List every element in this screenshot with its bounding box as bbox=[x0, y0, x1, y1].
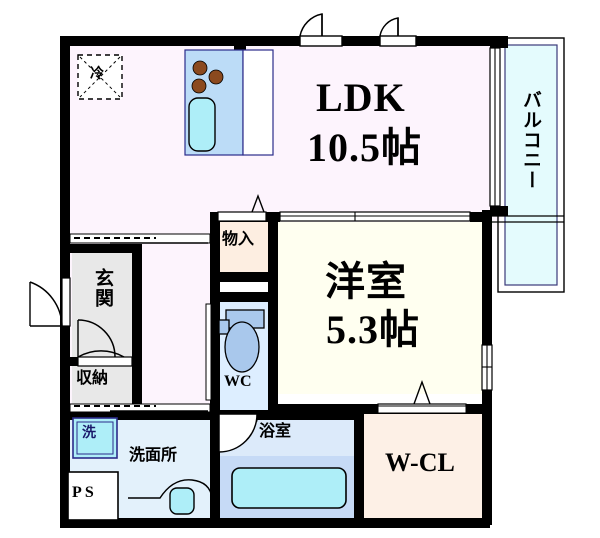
wall-outer-left-lower bbox=[60, 326, 70, 526]
label-bedroom: 洋室 bbox=[325, 259, 407, 304]
wall-outer-right-bedroom bbox=[482, 210, 492, 345]
label-ldk: LDK bbox=[316, 75, 406, 120]
wall-monoire-bottom bbox=[210, 272, 278, 282]
pipe-space-box bbox=[67, 471, 119, 521]
refrigerator-space-icon bbox=[77, 54, 123, 100]
label-bedroom-size: 5.3帖 bbox=[326, 307, 420, 352]
wall-bedroom-left bbox=[268, 212, 278, 420]
label-wc: WC bbox=[224, 373, 252, 390]
label-senmenjo: 洗面所 bbox=[129, 447, 178, 464]
wall-balcony-connector-top bbox=[498, 36, 508, 48]
wall-outer-left bbox=[60, 36, 70, 326]
wall-genkan-right bbox=[132, 244, 142, 414]
label-yokushitsu: 浴室 bbox=[259, 423, 292, 440]
wall-genkan-top bbox=[60, 244, 142, 253]
wall-outer-top bbox=[60, 36, 508, 46]
door-bathroom bbox=[218, 413, 258, 453]
washing-machine-space-icon bbox=[72, 417, 118, 459]
sliding-door-ldk-bedroom bbox=[279, 211, 471, 222]
wall-outer-bottom bbox=[60, 518, 490, 528]
label-monoire: 物入 bbox=[222, 231, 255, 248]
wall-bath-wcl-divider bbox=[354, 410, 364, 522]
room-fill-balcony bbox=[504, 44, 558, 286]
wall-corridor-vertical bbox=[210, 212, 220, 420]
door-entrance bbox=[29, 277, 71, 327]
sliding-door-ldk-hall-upper bbox=[69, 233, 211, 244]
label-shuno: 収納 bbox=[76, 370, 109, 387]
label-balcony: バルコニー bbox=[520, 90, 541, 190]
door-wc bbox=[205, 303, 214, 401]
sliding-door-balcony bbox=[489, 47, 501, 207]
kitchen-sink-icon bbox=[188, 97, 216, 152]
wall-bedroom-top-right bbox=[470, 212, 490, 222]
room-fill-bedroom bbox=[276, 222, 484, 394]
kitchen-counter-extension bbox=[242, 49, 274, 156]
toilet-icon bbox=[218, 309, 265, 373]
label-ldk-size: 10.5帖 bbox=[307, 125, 422, 170]
wall-wc-top bbox=[210, 292, 278, 302]
label-ps: P S bbox=[72, 484, 94, 501]
room-fill-monoire bbox=[218, 222, 270, 272]
room-fill-wcl bbox=[362, 414, 484, 520]
window-ldk-top-1 bbox=[299, 13, 343, 47]
door-monoire bbox=[217, 194, 267, 222]
label-wcl: W-CL bbox=[385, 448, 455, 477]
bathtub-icon bbox=[231, 467, 347, 509]
room-fill-genkan bbox=[72, 253, 132, 363]
wall-washroom-bath-divider bbox=[210, 410, 220, 522]
label-sentaku: 洗 bbox=[82, 426, 96, 441]
label-genkan: 玄関 bbox=[92, 268, 113, 308]
sliding-door-hall-washroom bbox=[69, 403, 211, 413]
door-genkan-inner bbox=[77, 319, 133, 367]
wall-outer-right-lower bbox=[482, 390, 492, 525]
wall-balcony-connector-mid bbox=[490, 206, 508, 216]
stove-burners-icon bbox=[191, 60, 224, 94]
room-fill-ldk bbox=[68, 44, 500, 230]
window-bedroom-right bbox=[481, 344, 493, 391]
wcl-opening bbox=[377, 405, 467, 414]
wash-basin-icon bbox=[128, 479, 213, 515]
window-ldk-top-2 bbox=[379, 17, 417, 47]
label-reizouko: 冷 bbox=[90, 67, 104, 82]
